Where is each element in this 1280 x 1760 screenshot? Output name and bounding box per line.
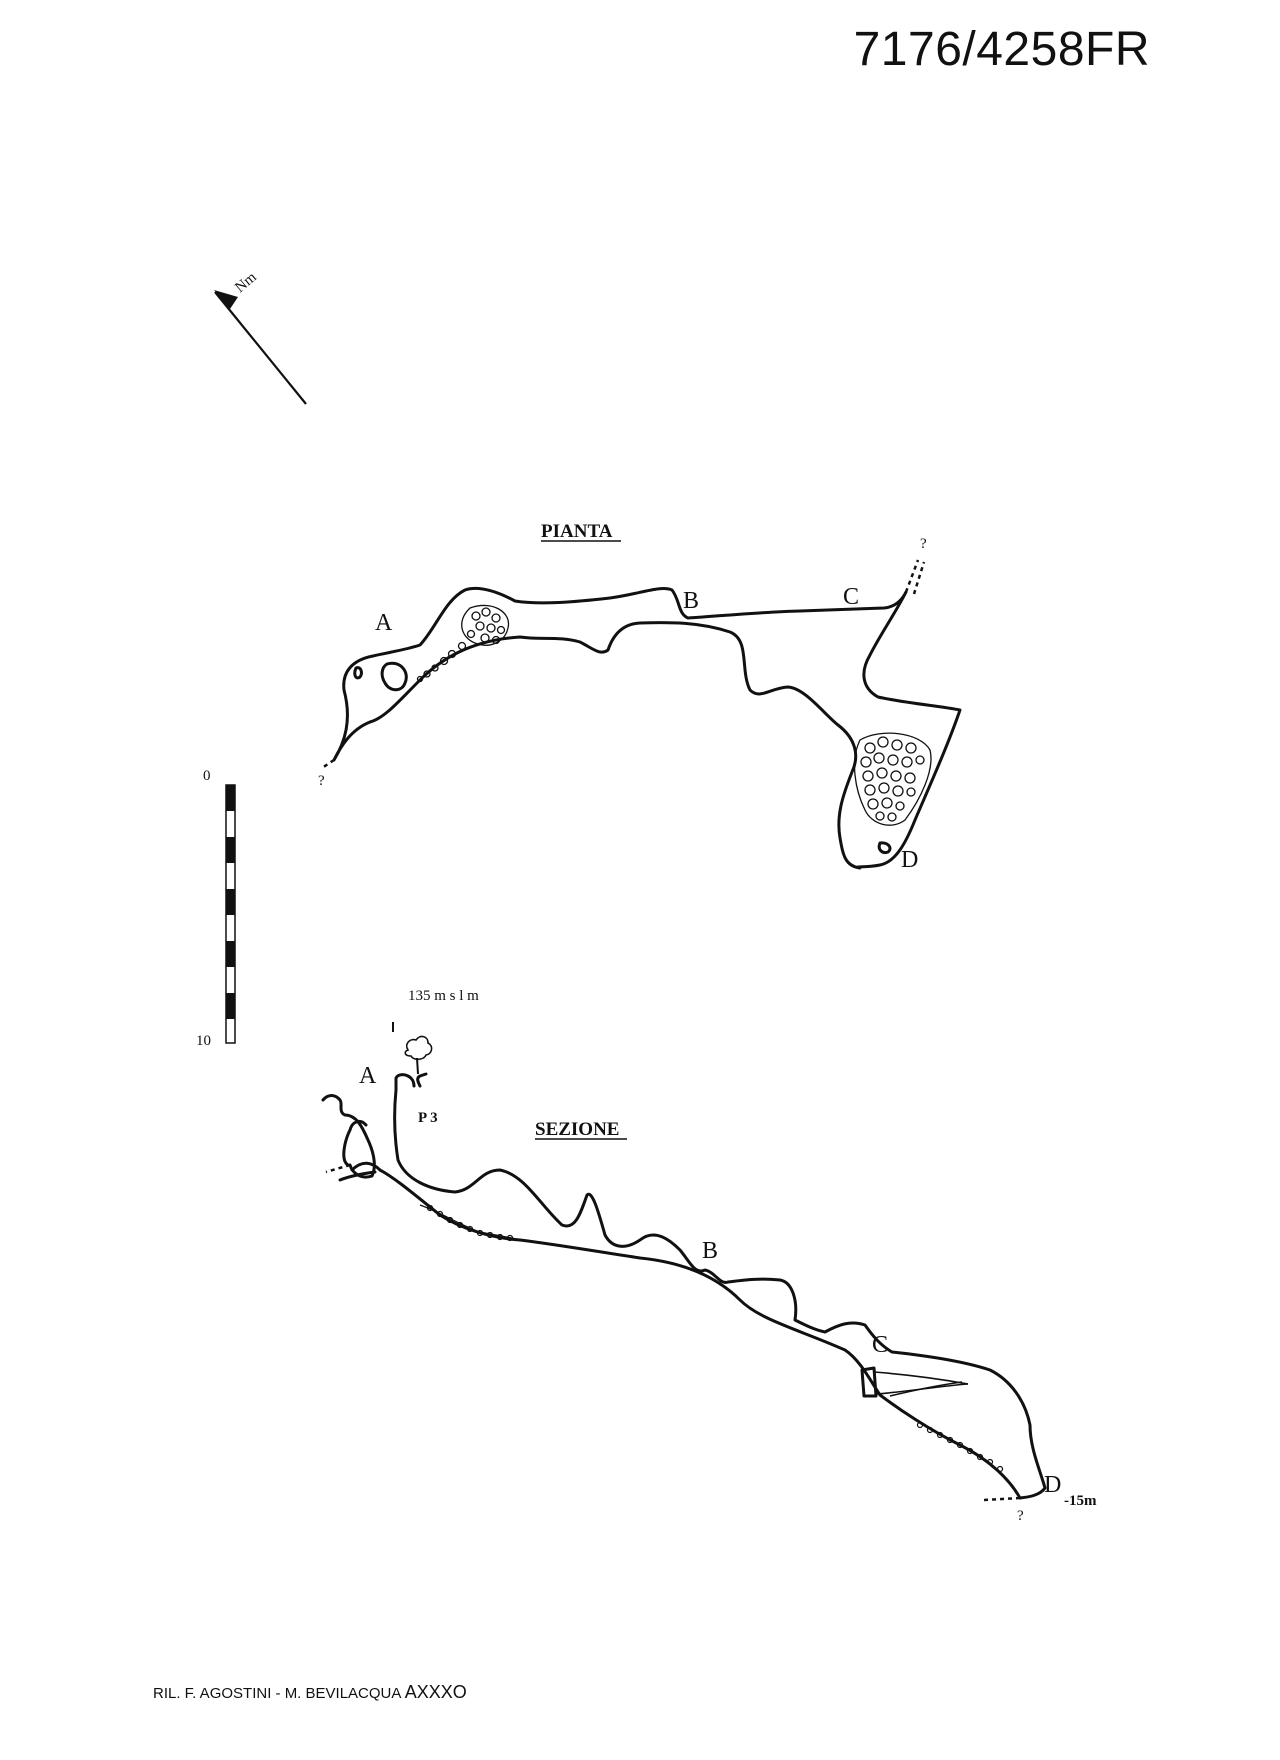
section-altitude: 135 m s l m [408, 988, 479, 1004]
plan-view: PIANTA ? ? A [318, 521, 962, 873]
section-floor-deposits [419, 1204, 1004, 1473]
section-station-b: B [702, 1238, 718, 1264]
survey-credits: RIL. F. AGOSTINI - M. BEVILACQUA AXXXO [153, 1682, 467, 1703]
section-station-a: A [359, 1063, 377, 1089]
plan-passage-outline [332, 586, 962, 870]
plan-boulders-lower [853, 732, 932, 826]
section-depth-label: -15m [1064, 1493, 1097, 1509]
plan-station-b: B [683, 588, 699, 614]
north-arrow-head-icon [214, 290, 238, 309]
section-pit-label: P 3 [418, 1110, 438, 1126]
section-passage-floor [378, 1168, 1022, 1500]
section-view: 135 m s l m SEZIONE P 3 [321, 988, 1097, 1524]
plan-station-c: C [843, 584, 859, 610]
section-station-d: D [1044, 1472, 1061, 1498]
plan-unknown-mark-west: ? [318, 773, 325, 789]
north-label: Nm [232, 269, 260, 296]
section-passage-ceiling [393, 1072, 1047, 1500]
section-entrance-chamber [321, 1094, 382, 1182]
north-arrow: Nm [214, 269, 307, 405]
scale-bar: 0 10 [196, 768, 236, 1049]
survey-code: AXXXO [404, 1682, 467, 1702]
surface-tree-icon [404, 1035, 433, 1075]
scale-bottom-label: 10 [196, 1033, 211, 1049]
section-title: SEZIONE [535, 1119, 619, 1140]
plan-station-a: A [375, 610, 393, 636]
scale-top-label: 0 [203, 768, 211, 784]
plan-unknown-mark-north: ? [920, 536, 927, 552]
plan-station-d: D [901, 847, 918, 873]
surveyors-text: RIL. F. AGOSTINI - M. BEVILACQUA [153, 1685, 401, 1702]
plan-title: PIANTA [541, 521, 613, 542]
section-block-near-c [860, 1366, 969, 1398]
plan-boulders-upper [416, 604, 510, 683]
section-station-c: C [872, 1332, 888, 1358]
section-unknown-mark: ? [1017, 1508, 1024, 1524]
cave-catalog-number: 7176/4258FR [853, 23, 1150, 76]
